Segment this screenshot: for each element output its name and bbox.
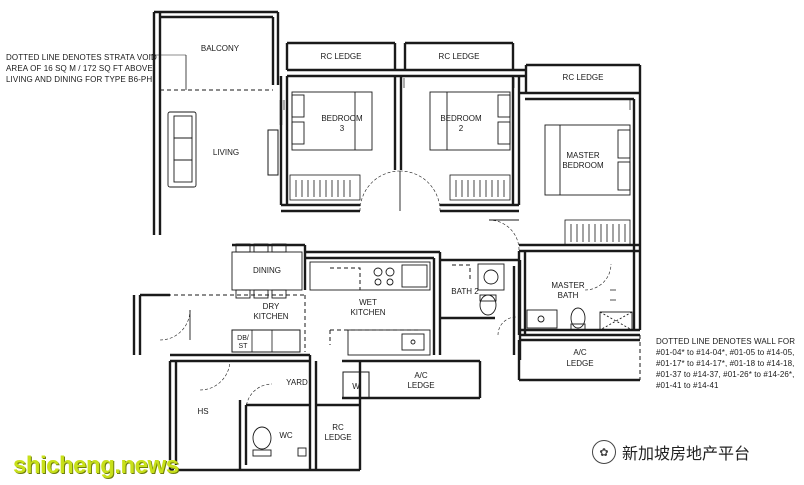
label-db-st-2: ST [239,343,249,350]
label-master-bedroom-2: BEDROOM [562,161,604,170]
bed-2 [429,91,511,151]
db-store [231,329,301,353]
label-wet-kitchen-2: KITCHEN [350,308,385,317]
strata-void-note-line-1: DOTTED LINE DENOTES STRATA VOID [6,53,157,62]
label-ac-ledge-right-2: LEDGE [566,359,593,368]
wall-note-line-1: DOTTED LINE DENOTES WALL FOR [656,337,796,346]
label-master-bath-1: MASTER [551,281,585,290]
label-master-bedroom-1: MASTER [566,151,600,160]
label-rc-ledge-bottom-1: RC [332,423,344,432]
label-dry-kitchen-2: KITCHEN [253,312,288,321]
label-wc: WC [279,431,293,440]
label-yard: YARD [286,378,308,387]
label-bedroom3-2: 3 [340,124,345,133]
bed-master [544,124,631,196]
label-master-bath-2: BATH [558,291,579,300]
kitchen-counters [309,261,431,356]
label-rc-ledge-3: RC LEDGE [563,73,604,82]
wechat-account-name: 新加坡房地产平台 [622,444,751,463]
label-rc-ledge-2: RC LEDGE [439,52,480,61]
label-balcony: BALCONY [201,44,240,53]
window-marks [283,78,631,301]
label-ac-ledge-mid-1: A/C [414,371,428,380]
wall-note-line-5: #01-41 to #14-41 [656,381,719,390]
label-rc-ledge-1: RC LEDGE [321,52,362,61]
label-db-st-1: DB/ [237,335,249,342]
wall-note: DOTTED LINE DENOTES WALL FOR #01-04* to … [656,336,795,391]
label-dry-kitchen-1: DRY [263,302,280,311]
label-hs: HS [197,407,208,416]
label-wet-kitchen-1: WET [359,298,377,307]
wall-note-line-4: #01-37 to #14-37, #01-26* to #14-26*, [656,370,795,379]
door-swings [159,170,612,411]
exterior-walls [132,10,642,472]
tv-cabinet [267,129,279,176]
strata-void-note-line-3: LIVING AND DINING FOR TYPE B6-PH [6,75,153,84]
strata-void-note-line-2: AREA OF 16 SQ M / 172 SQ FT ABOVE [6,64,153,73]
site-watermark: shicheng.news [13,452,179,479]
wardrobes [289,174,631,246]
sofa [167,111,197,188]
dotted-lines [160,89,641,380]
bed-3 [291,91,373,151]
label-ac-ledge-right-1: A/C [573,348,587,357]
label-bedroom3-1: BEDROOM [321,114,363,123]
wall-note-line-2: #01-04* to #14-04*, #01-05 to #14-05, [656,348,795,357]
label-bedroom2-2: 2 [459,124,464,133]
label-bedroom2-1: BEDROOM [440,114,482,123]
label-bath2: BATH 2 [451,287,479,296]
strata-void-note: DOTTED LINE DENOTES STRATA VOID AREA OF … [6,52,157,85]
washer [342,371,370,399]
label-rc-ledge-bottom-2: LEDGE [324,433,351,442]
label-dining: DINING [253,266,281,275]
label-ac-ledge-mid-2: LEDGE [407,381,434,390]
dining-set [231,243,303,299]
wall-note-line-3: #01-17* to #14-17*, #01-18 to #14-18, [656,359,795,368]
bath-fixtures [252,263,633,457]
label-living: LIVING [213,148,239,157]
label-washer: W [352,382,360,391]
wechat-icon: ✿ [592,440,616,464]
wechat-watermark: ✿ 新加坡房地产平台 [592,440,750,464]
